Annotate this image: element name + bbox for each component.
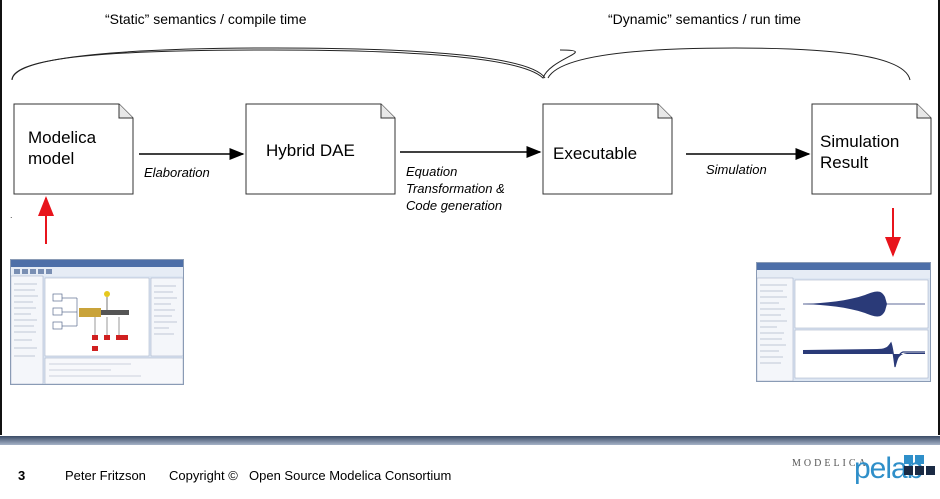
modelica-model-text: Modelica model [28, 128, 97, 168]
executable-box [542, 103, 673, 195]
hybrid-dae-text: Hybrid DAE [266, 141, 355, 160]
page-number: 3 [18, 468, 26, 483]
static-semantics-label: “Static” semantics / compile time [105, 11, 307, 27]
footer-bar [0, 436, 940, 445]
equation-transformation-label: Equation Transformation & Code generatio… [406, 164, 505, 213]
svg-text:.: . [10, 210, 13, 220]
modelica-model-box [13, 103, 134, 195]
dynamic-semantics-label: “Dynamic” semantics / run time [608, 11, 801, 27]
copyright-label: Copyright © [169, 468, 238, 483]
simulation-label: Simulation [706, 162, 767, 177]
dynamic-phase-brace [547, 47, 911, 81]
hybrid-dae-box [245, 103, 396, 195]
modelica-logo: MODELICA [792, 458, 869, 469]
slide-left-edge [0, 0, 2, 435]
executable-text: Executable [553, 144, 638, 163]
footer [0, 445, 940, 499]
model-editor-screenshot [10, 259, 184, 385]
simulation-plot-screenshot [756, 262, 931, 382]
author-name: Peter Fritzson [65, 468, 146, 483]
slide-right-edge [938, 0, 940, 435]
elaboration-label: Elaboration [144, 165, 210, 180]
organization-name: Open Source Modelica Consortium [249, 468, 452, 483]
flow-diagram: . [10, 47, 932, 257]
pelab-logo-squares [904, 455, 935, 475]
simulation-result-text: Simulation Result [820, 132, 900, 172]
simulation-result-box [811, 103, 932, 195]
